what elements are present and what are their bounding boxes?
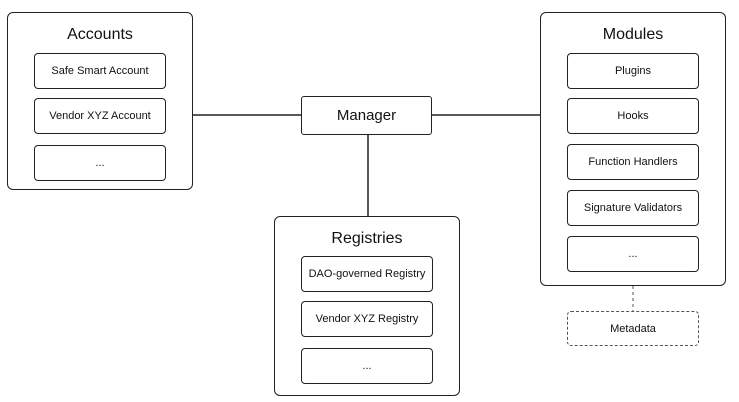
module-signature-validators: Signature Validators [567,190,699,226]
account-more-placeholder: ... [34,145,166,181]
metadata-box: Metadata [567,311,699,346]
registry-dao-governed: DAO-governed Registry [301,256,433,292]
account-vendor-xyz-account: Vendor XYZ Account [34,98,166,134]
accounts-group: Accounts Safe Smart Account Vendor XYZ A… [7,12,193,190]
module-function-handlers: Function Handlers [567,144,699,180]
registry-vendor-xyz: Vendor XYZ Registry [301,301,433,337]
module-hooks: Hooks [567,98,699,134]
manager-box: Manager [301,96,432,135]
modules-title: Modules [602,26,664,43]
account-safe-smart-account: Safe Smart Account [34,53,166,89]
module-plugins: Plugins [567,53,699,89]
registries-title: Registries [331,230,403,247]
module-more-placeholder: ... [567,236,699,272]
accounts-title: Accounts [67,26,133,43]
modules-group: Modules Plugins Hooks Function Handlers … [540,12,726,286]
registries-group: Registries DAO-governed Registry Vendor … [274,216,460,396]
registry-more-placeholder: ... [301,348,433,384]
